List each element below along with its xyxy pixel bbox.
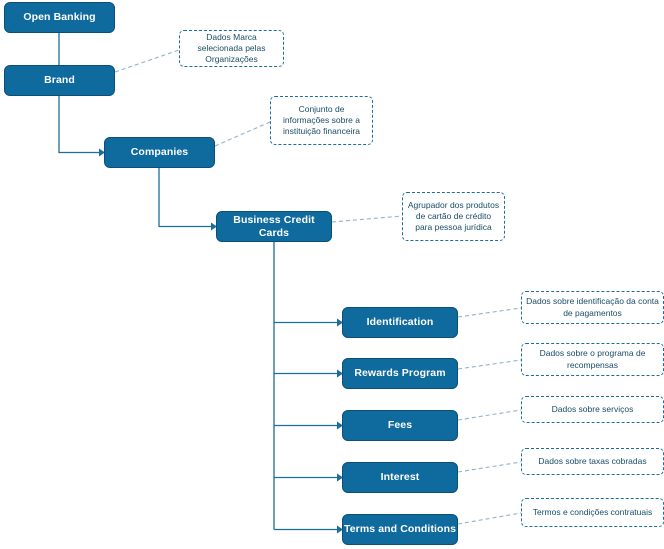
node-label: Companies bbox=[130, 146, 189, 159]
node-interest[interactable]: Interest bbox=[342, 462, 458, 493]
node-label: Fees bbox=[387, 419, 413, 432]
note-companies: Conjunto de informações sobre a institui… bbox=[270, 96, 373, 145]
node-fees[interactable]: Fees bbox=[342, 410, 458, 441]
leader-companies-note bbox=[214, 121, 271, 147]
node-companies[interactable]: Companies bbox=[104, 137, 215, 168]
note-interest: Dados sobre taxas cobradas bbox=[521, 448, 664, 475]
node-label: Brand bbox=[44, 74, 75, 87]
node-brand[interactable]: Brand bbox=[4, 65, 115, 96]
note-identification: Dados sobre identificação da conta de pa… bbox=[521, 291, 664, 324]
leader-terms-and-conditions-note bbox=[457, 512, 522, 525]
node-identification[interactable]: Identification bbox=[342, 307, 458, 338]
node-label: Business Credit Cards bbox=[233, 214, 315, 239]
node-business-credit-cards[interactable]: Business Credit Cards bbox=[216, 211, 332, 242]
leader-interest-note bbox=[457, 461, 522, 473]
node-rewards-program[interactable]: Rewards Program bbox=[342, 358, 458, 389]
node-label: Identification bbox=[366, 316, 434, 329]
note-text: Dados Marca selecionada pelas Organizaçõ… bbox=[197, 31, 266, 65]
note-text: Dados sobre identificação da conta de pa… bbox=[526, 296, 659, 318]
note-fees: Dados sobre serviços bbox=[521, 396, 664, 423]
leader-fees-note bbox=[457, 409, 522, 421]
leader-identification-note bbox=[457, 307, 522, 318]
note-text: Conjunto de informações sobre a institui… bbox=[282, 103, 360, 137]
node-terms-and-conditions[interactable]: Terms and Conditions bbox=[342, 514, 458, 545]
node-label: Rewards Program bbox=[354, 367, 446, 380]
leader-brand-note bbox=[114, 49, 180, 73]
note-text: Dados sobre o programa de recompensas bbox=[539, 348, 646, 370]
edge-brand-companies bbox=[58, 96, 99, 154]
node-label: Open Banking bbox=[23, 11, 96, 24]
leader-business-credit-cards-note bbox=[331, 215, 403, 223]
note-rewards-program: Dados sobre o programa de recompensas bbox=[521, 343, 664, 376]
node-label: Terms and Conditions bbox=[343, 523, 457, 536]
note-business-credit-cards: Agrupador dos produtos de cartão de créd… bbox=[402, 192, 505, 241]
leader-rewards-program-note bbox=[457, 359, 522, 370]
node-open-banking[interactable]: Open Banking bbox=[4, 2, 115, 33]
note-text: Termos e condições contratuais bbox=[532, 506, 653, 517]
note-text: Dados sobre serviços bbox=[551, 403, 634, 414]
note-text: Dados sobre taxas cobradas bbox=[538, 455, 647, 466]
node-label: Interest bbox=[380, 471, 420, 484]
note-text: Agrupador dos produtos de cartão de créd… bbox=[407, 199, 500, 233]
note-terms-and-conditions: Termos e condições contratuais bbox=[521, 498, 664, 527]
note-brand: Dados Marca selecionada pelas Organizaçõ… bbox=[179, 30, 284, 67]
edge-companies-business-credit-cards bbox=[158, 168, 211, 228]
